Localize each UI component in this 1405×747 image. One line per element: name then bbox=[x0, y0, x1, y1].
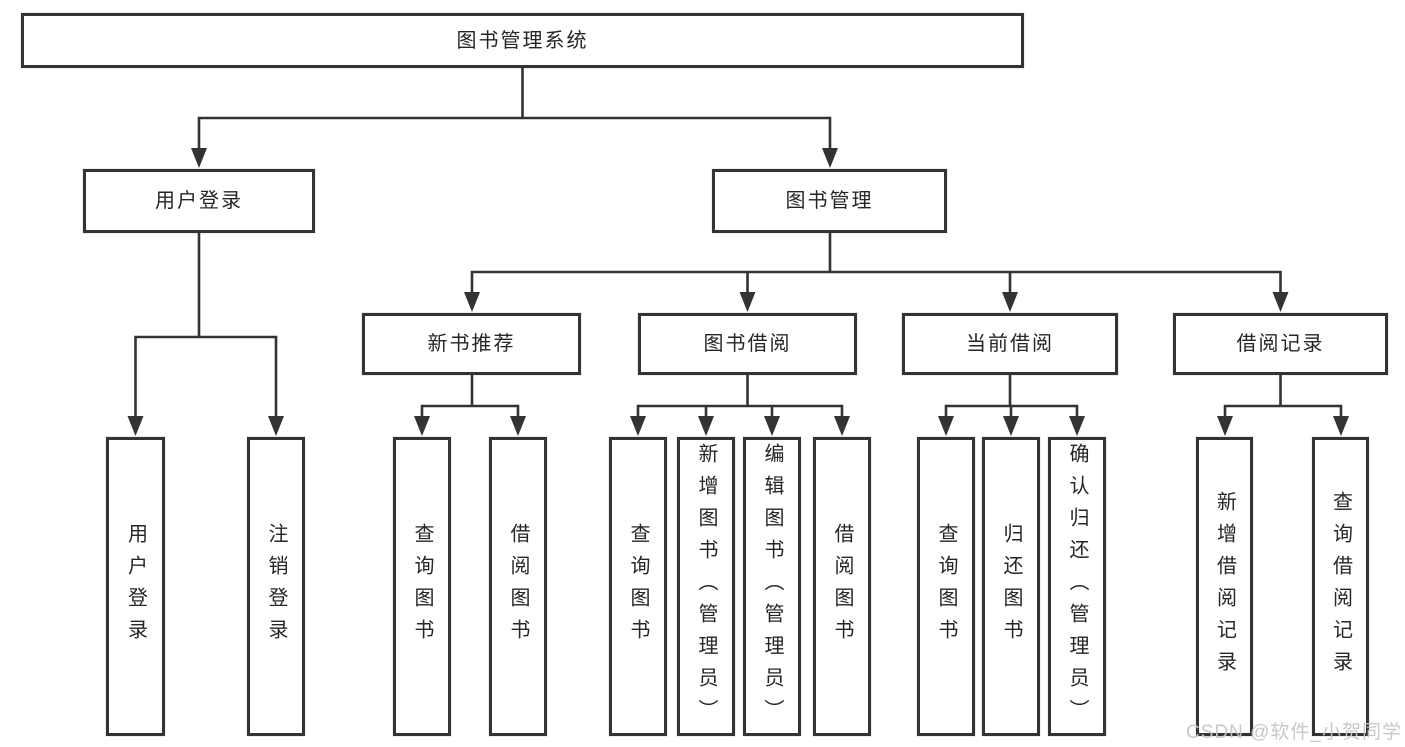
edge-records-rail bbox=[1223, 404, 1343, 418]
node-user-login: 用户登录 bbox=[83, 169, 315, 233]
arrow-icon bbox=[268, 416, 284, 436]
node-label: 编辑图书（管理员） bbox=[761, 442, 783, 731]
arrow-icon bbox=[1003, 416, 1019, 436]
watermark: CSDN @软件_小贺同学 bbox=[1186, 722, 1402, 743]
arrow-icon bbox=[127, 416, 144, 436]
node-new-book-recommend: 新书推荐 bbox=[362, 313, 581, 375]
arrow-icon bbox=[191, 148, 207, 168]
leaf-confirm-return-admin: 确认归还（管理员） bbox=[1048, 437, 1106, 736]
node-label: 查询图书 bbox=[935, 522, 957, 651]
edge-root-rail bbox=[197, 116, 832, 150]
leaf-borrow-books: 借阅图书 bbox=[813, 437, 871, 736]
leaf-edit-book-admin: 编辑图书（管理员） bbox=[743, 437, 801, 736]
arrow-icon bbox=[1002, 292, 1018, 312]
edge-borrow-rail bbox=[636, 404, 844, 418]
arrow-icon bbox=[414, 416, 430, 436]
node-label: 图书借阅 bbox=[703, 333, 792, 355]
node-label: 归还图书 bbox=[1000, 522, 1022, 651]
leaf-query-books-recommend: 查询图书 bbox=[393, 437, 451, 736]
node-borrow-records: 借阅记录 bbox=[1173, 313, 1388, 375]
node-label: 查询图书 bbox=[411, 522, 433, 651]
leaf-borrow-books-recommend: 借阅图书 bbox=[489, 437, 547, 736]
node-book-borrow: 图书借阅 bbox=[638, 313, 857, 375]
arrow-icon bbox=[764, 416, 780, 436]
node-library-management-system: 图书管理系统 bbox=[21, 13, 1024, 68]
leaf-query-books-borrow: 查询图书 bbox=[609, 437, 667, 736]
node-label: 图书管理系统 bbox=[456, 29, 589, 52]
arrow-icon bbox=[938, 416, 954, 436]
leaf-user-login: 用户登录 bbox=[106, 437, 165, 736]
leaf-return-book: 归还图书 bbox=[982, 437, 1040, 736]
leaf-add-borrow-record: 新增借阅记录 bbox=[1196, 437, 1253, 736]
node-label: 新书推荐 bbox=[427, 333, 516, 355]
arrow-icon bbox=[630, 416, 646, 436]
edge-mgmt-rail bbox=[470, 270, 1282, 294]
arrow-icon bbox=[1069, 416, 1085, 436]
arrow-icon bbox=[698, 416, 714, 436]
node-label: 注销登录 bbox=[265, 522, 287, 651]
leaf-query-borrow-record: 查询借阅记录 bbox=[1312, 437, 1369, 736]
node-label: 用户登录 bbox=[155, 190, 243, 212]
leaf-add-book-admin: 新增图书（管理员） bbox=[677, 437, 735, 736]
node-label: 图书管理 bbox=[785, 190, 874, 212]
arrow-icon bbox=[510, 416, 526, 436]
leaf-query-books-current: 查询图书 bbox=[917, 437, 975, 736]
node-label: 当前借阅 bbox=[966, 333, 1054, 355]
node-label: 查询图书 bbox=[627, 522, 649, 651]
arrow-icon bbox=[1217, 416, 1233, 436]
edge-recommend-rail bbox=[420, 404, 520, 418]
arrow-icon bbox=[1272, 292, 1289, 312]
edge-login-rail bbox=[134, 335, 278, 418]
arrow-icon bbox=[739, 292, 756, 312]
arrow-icon bbox=[464, 292, 480, 312]
leaf-logout: 注销登录 bbox=[247, 437, 305, 736]
node-label: 确认归还（管理员） bbox=[1066, 442, 1088, 731]
arrowheads bbox=[127, 148, 1349, 436]
node-label: 新增借阅记录 bbox=[1213, 490, 1236, 683]
node-label: 借阅图书 bbox=[831, 522, 853, 651]
node-current-borrow: 当前借阅 bbox=[902, 313, 1118, 375]
arrow-icon bbox=[834, 416, 850, 436]
arrow-icon bbox=[1333, 416, 1349, 436]
node-label: 新增图书（管理员） bbox=[695, 442, 717, 731]
node-label: 查询借阅记录 bbox=[1329, 490, 1352, 683]
node-label: 借阅记录 bbox=[1236, 333, 1325, 355]
node-book-management: 图书管理 bbox=[712, 169, 947, 233]
node-label: 用户登录 bbox=[124, 522, 147, 651]
node-label: 借阅图书 bbox=[507, 522, 529, 651]
arrow-icon bbox=[822, 148, 838, 168]
